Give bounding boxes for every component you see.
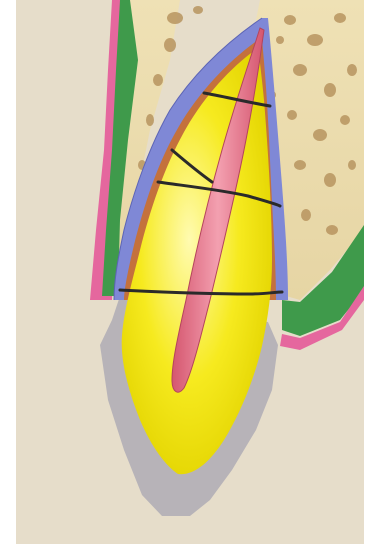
- frame-right: [364, 0, 374, 544]
- frame-left: [0, 0, 16, 544]
